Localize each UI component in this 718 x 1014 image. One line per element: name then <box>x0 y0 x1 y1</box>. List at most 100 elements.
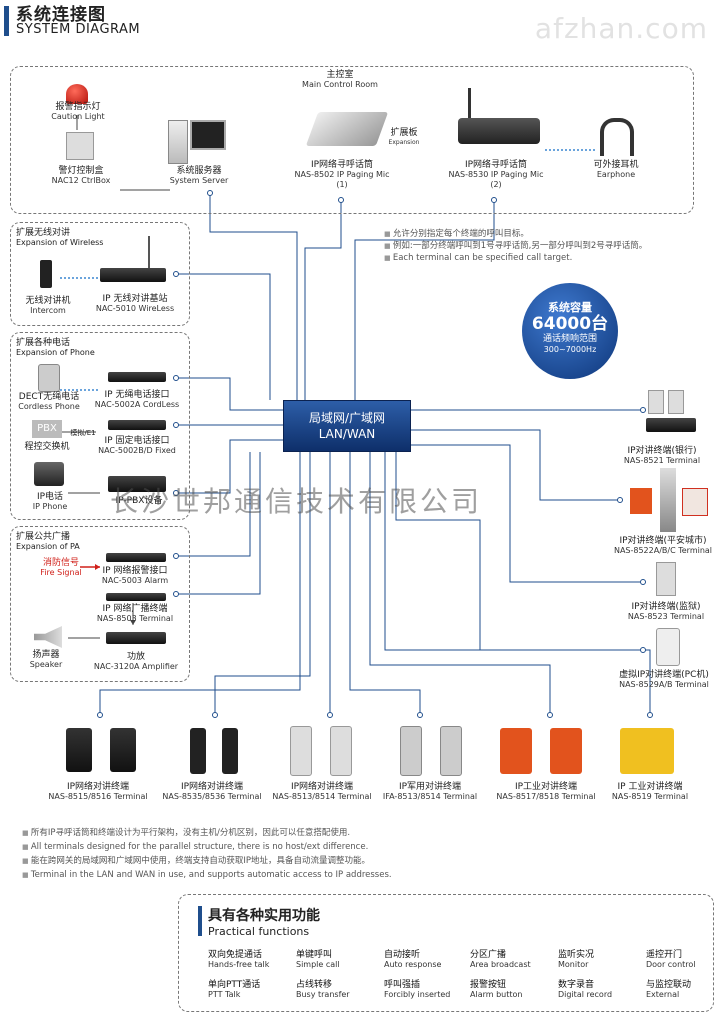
terminal-8515-icon-a <box>66 728 92 772</box>
page-title: 系统连接图 <box>16 5 106 25</box>
terminal-8519-icon <box>620 728 674 774</box>
terminal-8515-icon-b <box>110 728 136 772</box>
earphone-icon <box>600 118 634 156</box>
bank-console-icon <box>646 418 696 432</box>
wireless-box <box>10 222 190 326</box>
amplifier-icon <box>106 632 166 644</box>
pa-box <box>10 526 190 682</box>
terminal-8517-icon-a <box>500 728 532 774</box>
title-accent-bar <box>4 6 9 36</box>
ip-phone-icon <box>34 462 64 486</box>
virtual-terminal-icon <box>656 628 680 666</box>
functions-accent-bar <box>198 906 202 936</box>
paging-mic1-icon <box>305 112 389 146</box>
antenna-icon <box>148 236 150 268</box>
city-terminal-pole-icon <box>660 468 676 532</box>
right-terminal-virtual-label: 虚拟IP对讲终端(PC机)NAS-8529A/B Terminal <box>619 670 709 689</box>
phone-box <box>10 332 190 520</box>
bank-terminal-icon-a <box>648 390 664 414</box>
city-terminal-icon-b <box>682 488 708 516</box>
terminal-8535-icon-a <box>190 728 206 774</box>
pbx-label: 程控交换机 <box>24 442 70 452</box>
server-monitor-icon <box>190 120 226 150</box>
analog-label: 模拟/E1 <box>70 429 96 437</box>
broadcast-terminal-icon <box>106 593 166 601</box>
capacity-badge: 系统容量 64000台 通话频响范围 300~7000Hz <box>522 283 618 379</box>
functions-title: 具有各种实用功能 Practical functions <box>208 908 320 938</box>
call-target-notes: 允许分别指定每个终端的呼叫目标。 例如:一部分终端呼叫到1号寻呼话筒,另一部分呼… <box>384 228 704 264</box>
walkie-talkie-icon <box>40 260 52 288</box>
terminal-ifa-icon-b <box>440 726 462 776</box>
alarm-interface-icon <box>106 553 166 562</box>
gooseneck-mic-icon <box>468 88 471 128</box>
paging-mic2-icon <box>458 118 540 144</box>
prison-terminal-icon <box>656 562 676 596</box>
terminal-8513-icon-a <box>290 726 312 776</box>
main-control-room-box <box>10 66 694 214</box>
right-terminal-prison-label: IP对讲终端(监狱)NAS-8523 Terminal <box>627 602 705 621</box>
cordless-interface-icon <box>108 372 166 382</box>
terminal-8535-icon-b <box>222 728 238 774</box>
server-tower-icon <box>168 120 188 164</box>
ip-pbx-label: IP-PBX设备 <box>115 496 163 506</box>
wireless-base-icon <box>100 268 166 282</box>
watermark: afzhan.com <box>534 12 708 45</box>
right-terminal-bank-label: IP对讲终端(银行)NAS-8521 Terminal <box>623 446 701 465</box>
terminal-8513-icon-b <box>330 726 352 776</box>
pbx-icon: PBX <box>32 420 62 438</box>
page-subtitle: SYSTEM DIAGRAM <box>16 22 141 37</box>
fixed-interface-icon <box>108 420 166 430</box>
ip-pbx-icon <box>108 476 166 492</box>
city-terminal-icon-a <box>630 488 652 514</box>
ctrlbox-icon <box>66 132 94 160</box>
terminal-8517-icon-b <box>550 728 582 774</box>
bank-terminal-icon-b <box>668 390 684 414</box>
functions-box <box>178 894 714 1012</box>
company-watermark: 长沙世邦通信技术有限公司 <box>110 485 483 518</box>
caution-light-icon <box>66 84 88 104</box>
right-terminal-city-label: IP对讲终端(平安城市)NAS-8522A/B/C Terminal <box>613 536 713 555</box>
